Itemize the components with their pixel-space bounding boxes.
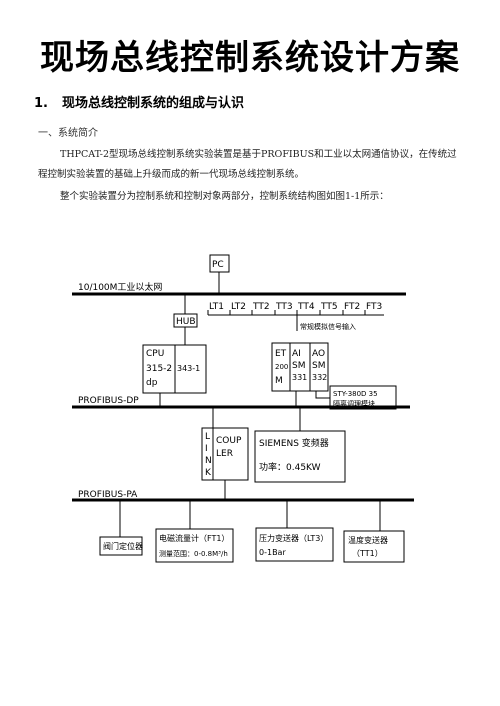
pressure-transmitter-box	[255, 527, 334, 562]
profibus-pa-label: PROFIBUS-PA	[78, 490, 138, 500]
signal-label: FT3	[366, 302, 382, 312]
signal-label: TT2	[252, 302, 270, 312]
ao-label: AO	[312, 349, 325, 359]
ai-label: AI	[292, 349, 301, 359]
structure-paragraph: 整个实验装置分为控制系统和控制对象两部分，控制系统结构图如图1-1所示：	[60, 191, 389, 202]
et-label: ET	[275, 349, 287, 359]
sty-model: STY-380D 35	[333, 390, 378, 398]
signal-label: TT4	[297, 302, 315, 312]
section-number: 1.	[34, 96, 48, 111]
valve-positioner-box	[99, 536, 143, 556]
temperature-transmitter-box	[343, 530, 405, 563]
et-m: M	[275, 376, 283, 386]
link-letter: I	[205, 444, 208, 454]
et-model: 200	[275, 363, 288, 371]
signal-label: LT2	[231, 302, 246, 312]
coupler-line2: LER	[216, 449, 233, 459]
flowmeter-range: 测量范围：0-0.8M³/h	[159, 549, 228, 558]
pressure-range: 0-1Bar	[259, 548, 286, 557]
ao-model: 332	[312, 373, 327, 382]
cpu-model: 315-2	[146, 364, 172, 374]
vfd-power: 功率：0.45KW	[259, 461, 321, 473]
document-title: 现场总线控制系统设计方案	[40, 38, 460, 78]
link-letter: K	[205, 468, 212, 478]
section-title: 现场总线控制系统的组成与认识	[61, 96, 244, 111]
pc-label: PC	[212, 260, 224, 270]
cpu-label: CPU	[146, 349, 164, 359]
electromagnetic-flowmeter-box	[155, 528, 234, 563]
cp-label: 343-1	[177, 364, 200, 373]
ai-sm: SM	[292, 361, 305, 371]
flowmeter-label: 电磁流量计（FT1）	[159, 533, 229, 543]
link-letter: N	[205, 456, 212, 466]
signal-label: LT1	[209, 302, 224, 312]
ethernet-label: 10/100M工业以太网	[78, 281, 162, 293]
valve-positioner-label: 阀门定位器	[103, 541, 143, 551]
profibus-dp-label: PROFIBUS-DP	[78, 396, 139, 406]
link-letter: L	[205, 432, 210, 442]
temperature-tag: （TT1）	[352, 549, 383, 558]
signal-label: TT3	[275, 302, 293, 312]
temperature-transmitter-label: 温度变送器	[348, 535, 388, 545]
coupler-line1: COUP	[216, 436, 242, 446]
signal-label: FT2	[344, 302, 360, 312]
vfd-label: SIEMENS 变频器	[259, 437, 329, 449]
hub-label: HUB	[176, 317, 196, 327]
pressure-transmitter-label: 压力变送器（LT3）	[259, 533, 328, 543]
et200m-box	[271, 342, 329, 392]
ao-sm: SM	[312, 361, 325, 371]
ai-model: 331	[292, 373, 307, 382]
section-heading: 1. 现场总线控制系统的组成与认识	[34, 92, 244, 111]
subsection-heading: 一、系统简介	[38, 128, 98, 139]
cpu-dp: dp	[146, 378, 158, 388]
signal-note: 常规模拟信号输入	[300, 322, 356, 331]
signal-label: TT5	[320, 302, 338, 312]
intro-paragraph: THPCAT-2型现场总线控制系统实验装置是基于PROFIBUS和工业以太网通信…	[38, 149, 457, 180]
sty-desc: 隔离调理模块	[333, 399, 375, 408]
